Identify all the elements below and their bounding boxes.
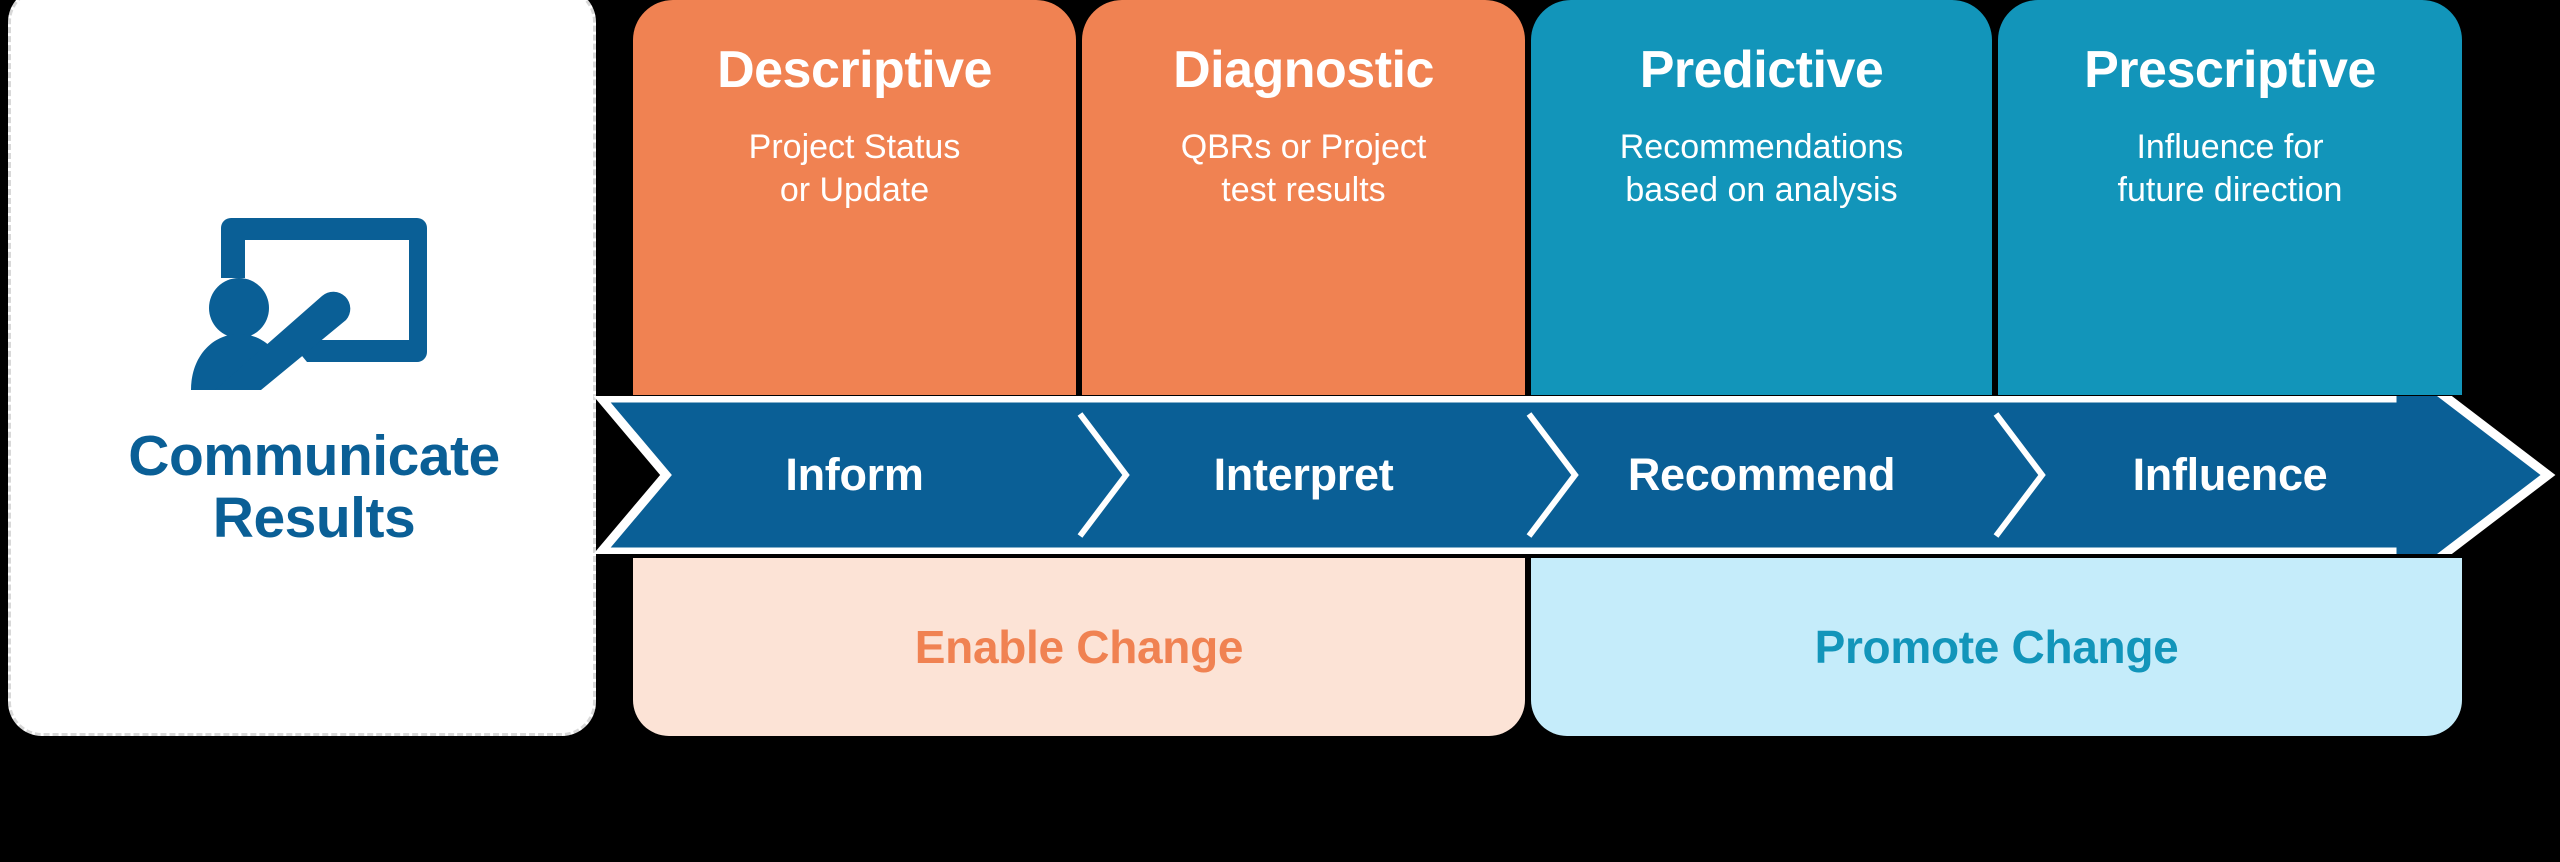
card-subtitle: Recommendations based on analysis	[1606, 126, 1917, 212]
card-subtitle-line-1: Influence for	[2136, 128, 2324, 166]
category-card-prescriptive[interactable]: Prescriptive Influence for future direct…	[1998, 0, 2462, 395]
category-card-descriptive[interactable]: Descriptive Project Status or Update	[633, 0, 1076, 395]
arrow-step-inform[interactable]: Inform	[785, 449, 924, 500]
chevron-icon	[1993, 412, 2046, 538]
communicate-results-card: Communicate Results	[8, 0, 596, 736]
card-subtitle-line-2: or Update	[779, 170, 930, 209]
title-line-2: Results	[212, 486, 416, 550]
card-subtitle: QBRs or Project test results	[1167, 126, 1441, 212]
card-title: Diagnostic	[1173, 41, 1434, 99]
card-title: Predictive	[1639, 41, 1884, 99]
card-subtitle-line-2: test results	[1221, 170, 1386, 209]
chevron-icon	[1526, 412, 1579, 538]
change-band-enable[interactable]: Enable Change	[633, 558, 1525, 736]
card-subtitle: Project Status or Update	[735, 126, 975, 212]
card-title: Prescriptive	[2084, 41, 2376, 99]
presenter-whiteboard-icon	[171, 202, 433, 392]
page-title: Communicate Results	[11, 426, 593, 549]
card-subtitle-line-1: Recommendations	[1619, 128, 1904, 166]
card-title: Descriptive	[717, 41, 992, 99]
change-band-promote[interactable]: Promote Change	[1531, 558, 2462, 736]
category-card-diagnostic[interactable]: Diagnostic QBRs or Project test results	[1082, 0, 1525, 395]
title-line-1: Communicate	[128, 424, 500, 489]
arrow-step-recommend[interactable]: Recommend	[1627, 449, 1896, 500]
arrow-step-labels: Inform Interpret Recommend Influence	[0, 396, 2560, 554]
arrow-step-influence[interactable]: Influence	[2132, 449, 2328, 500]
arrow-step-interpret[interactable]: Interpret	[1213, 449, 1394, 500]
card-subtitle-line-1: QBRs or Project	[1180, 128, 1427, 166]
category-card-predictive[interactable]: Predictive Recommendations based on anal…	[1531, 0, 1992, 395]
process-arrow-band: Inform Interpret Recommend Influence	[0, 396, 2560, 554]
card-subtitle-line-1: Project Status	[748, 128, 961, 166]
change-band-row: Enable Change Promote Change	[0, 558, 2560, 736]
card-subtitle-line-2: future direction	[2117, 170, 2343, 209]
card-subtitle: Influence for future direction	[2104, 126, 2357, 212]
category-card-row: Descriptive Project Status or Update Dia…	[0, 0, 2560, 395]
card-subtitle-line-2: based on analysis	[1625, 170, 1898, 209]
chevron-icon	[1077, 412, 1130, 538]
chevron-separators	[1077, 412, 2046, 538]
